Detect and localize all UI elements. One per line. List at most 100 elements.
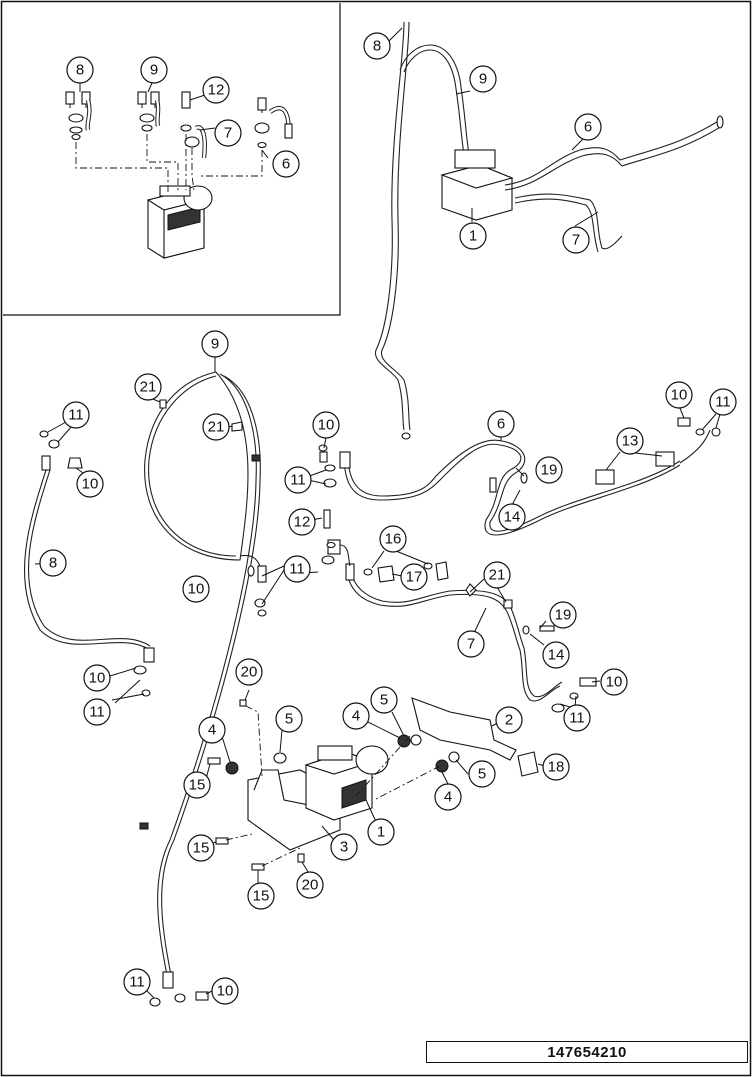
svg-text:6: 6 [282,156,290,173]
routing-overview [375,21,724,440]
inset-frame [3,3,341,316]
part-callout: 6 [487,410,515,438]
svg-text:11: 11 [569,710,585,727]
svg-text:14: 14 [504,509,521,526]
svg-text:11: 11 [68,407,84,424]
part-callout: 15 [183,771,211,799]
svg-text:7: 7 [224,125,232,142]
part-callout: 14 [542,641,570,669]
svg-text:9: 9 [211,336,219,353]
svg-text:10: 10 [82,476,99,493]
svg-text:21: 21 [489,567,506,584]
part-callout: 10 [600,668,628,696]
svg-text:4: 4 [352,708,360,725]
svg-text:19: 19 [555,607,572,624]
svg-text:11: 11 [129,974,145,991]
assembly-path [75,142,169,192]
part-callout: 18 [542,753,570,781]
part-callout: 7 [457,630,485,658]
part-callout: 8 [363,32,391,60]
part-callout: 8 [66,56,94,84]
svg-text:21: 21 [140,379,157,396]
svg-text:10: 10 [671,387,688,404]
part-callout: 10 [182,575,210,603]
part-callout: 15 [247,882,275,910]
assembly-path [146,134,179,190]
svg-text:7: 7 [572,232,580,249]
part-callout: 14 [498,503,526,531]
svg-text:8: 8 [76,62,84,79]
part-callout: 4 [342,702,370,730]
leader-lines [34,27,721,999]
part-callout: 6 [574,113,602,141]
part-callout: 8 [39,549,67,577]
part-callout: 11 [709,388,737,416]
svg-text:20: 20 [302,877,319,894]
part-callout: 12 [202,76,230,104]
part-callout: 15 [187,834,215,862]
abs-module-main [207,697,539,871]
part-callout: 7 [562,226,590,254]
svg-text:9: 9 [150,62,158,79]
svg-text:6: 6 [584,119,592,136]
part-callout: 10 [211,977,239,1005]
part-callout: 11 [62,401,90,429]
svg-text:15: 15 [193,840,210,857]
part-callout: 9 [140,56,168,84]
svg-text:10: 10 [89,670,106,687]
svg-text:5: 5 [285,711,293,728]
part-callout: 11 [284,466,312,494]
drawing-number-box: 147654210 [426,1041,748,1063]
svg-text:12: 12 [294,514,311,531]
part-callout: 21 [483,561,511,589]
svg-text:20: 20 [241,664,258,681]
svg-text:5: 5 [478,766,486,783]
assembly-path [191,148,195,191]
svg-text:7: 7 [467,636,475,653]
part-callout: 7 [214,119,242,147]
brake-line-9 [139,371,267,989]
part-callout: 16 [379,525,407,553]
abs-module-inset [146,185,213,259]
svg-text:8: 8 [49,555,57,572]
svg-text:10: 10 [217,983,234,1000]
part-callout: 2 [495,706,523,734]
part-callout: 19 [549,601,577,629]
part-callout: 1 [459,222,487,250]
part-callout: 13 [616,427,644,455]
part-callout: 17 [400,563,428,591]
svg-text:15: 15 [189,777,206,794]
svg-text:5: 5 [380,692,388,709]
part-callout: 11 [283,555,311,583]
svg-text:10: 10 [606,674,623,691]
part-callout: 3 [330,833,358,861]
part-callout: 9 [201,330,229,358]
part-callout: 5 [370,686,398,714]
part-callout: 21 [134,373,162,401]
part-callout: 9 [469,65,497,93]
svg-text:3: 3 [340,839,348,856]
svg-text:17: 17 [406,569,423,586]
part-callout: 11 [123,968,151,996]
part-callout: 5 [468,760,496,788]
svg-text:4: 4 [444,789,452,806]
svg-text:11: 11 [715,394,731,411]
part-callout: 19 [535,456,563,484]
svg-text:10: 10 [188,581,205,598]
part-callout: 4 [434,783,462,811]
part-callout: 12 [288,508,316,536]
fittings-inset [65,91,293,159]
brake-line-8 [23,455,155,663]
part-callout: 20 [235,658,263,686]
part-callout: 21 [202,413,230,441]
svg-text:14: 14 [548,647,565,664]
part-callout: 1 [367,818,395,846]
svg-text:9: 9 [479,71,487,88]
svg-text:4: 4 [208,722,216,739]
svg-text:8: 8 [373,38,381,55]
part-callout: 11 [563,704,591,732]
drawing-number: 147654210 [547,1043,627,1061]
part-callout: 10 [665,381,693,409]
svg-text:18: 18 [548,759,565,776]
